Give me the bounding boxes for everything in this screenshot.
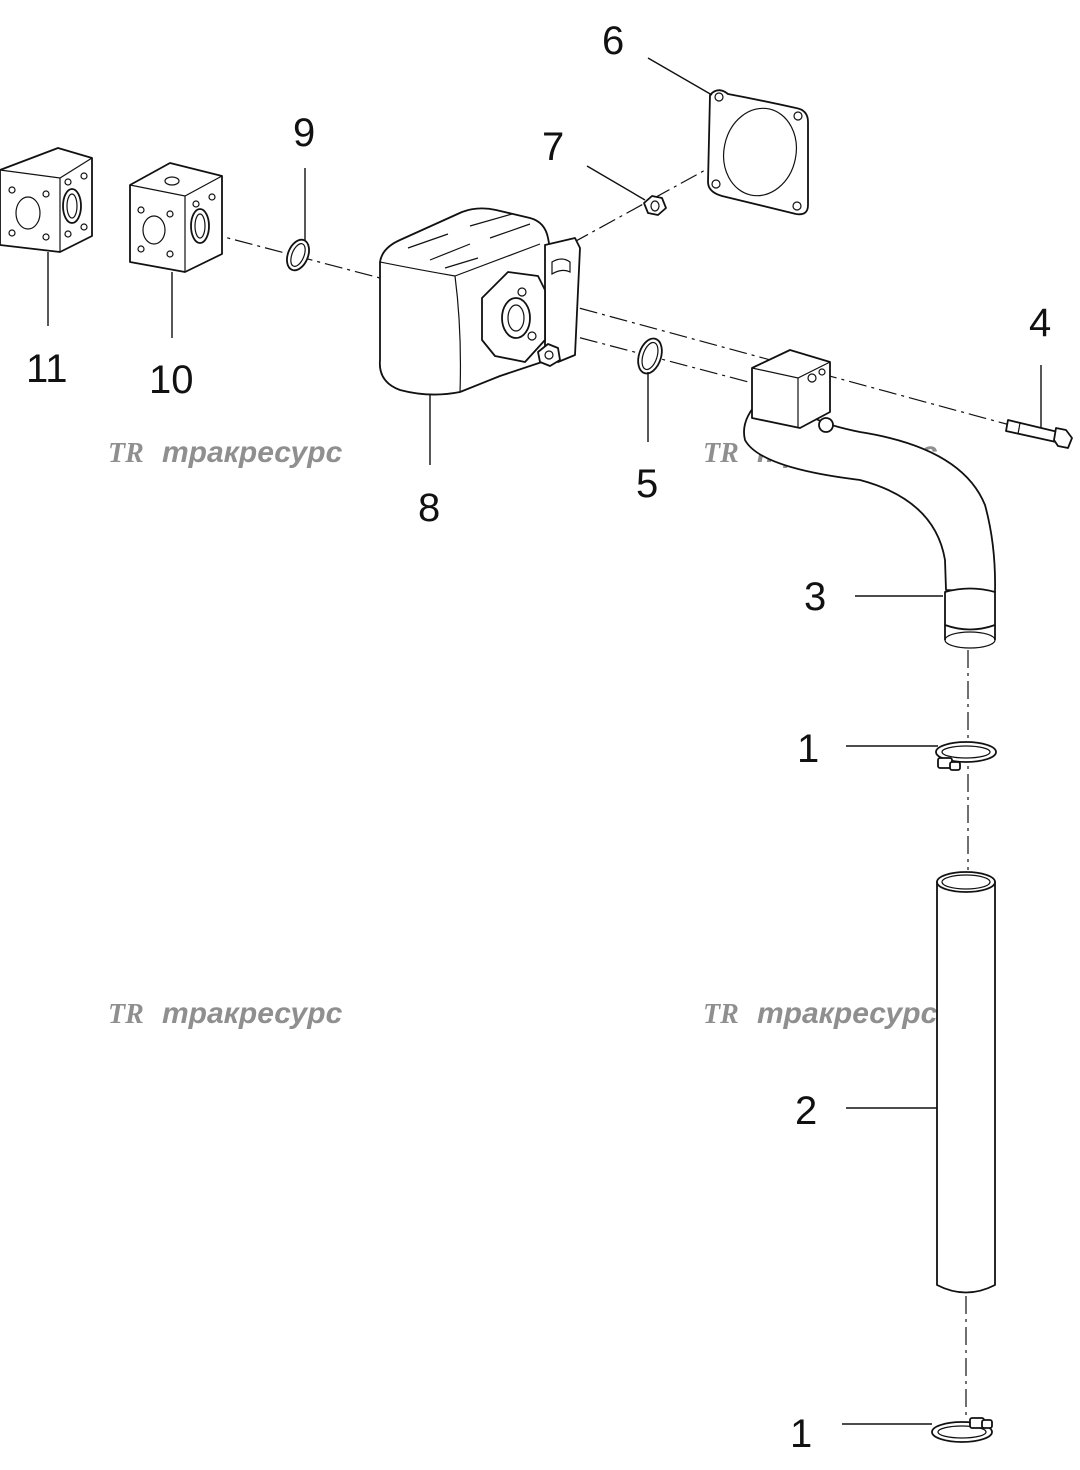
leader-lines [47, 57, 1042, 1425]
callout-10: 10 [149, 358, 194, 402]
part-6-gasket [707, 89, 809, 216]
part-1-clamp-lower [931, 1417, 993, 1443]
part-7-nut [643, 195, 667, 216]
part-10-connector-block [129, 162, 223, 273]
axis-bolt [519, 291, 1011, 426]
callout-2: 2 [795, 1089, 817, 1133]
part-8-gear-pump [378, 207, 581, 396]
callout-1-lower: 1 [790, 1412, 812, 1456]
callout-8: 8 [418, 486, 440, 530]
watermark-logo: TR [108, 438, 144, 469]
callout-4: 4 [1029, 301, 1051, 345]
callout-numbers: 6 7 9 11 10 4 8 5 3 1 2 1 [26, 19, 1051, 1456]
assembly-axes [204, 117, 1011, 1420]
part-11-connector-block [0, 147, 93, 253]
watermark-mid-left: TR тракресурс [108, 997, 343, 1030]
watermark-logo: TR [703, 438, 739, 469]
callout-11: 11 [26, 347, 68, 391]
watermark-logo: TR [108, 999, 144, 1030]
part-5-o-ring [637, 337, 663, 375]
part-4-bolt [1005, 419, 1073, 449]
leader-7 [586, 165, 646, 201]
callout-9: 9 [293, 111, 315, 155]
callout-7: 7 [542, 125, 564, 169]
part-3-elbow-pipe [743, 349, 996, 649]
part-1-clamp-upper [935, 741, 997, 771]
watermark-brand: тракресурс [162, 997, 343, 1030]
watermark-top-left: TR тракресурс [108, 436, 343, 469]
callout-1-upper: 1 [797, 727, 819, 771]
callout-6: 6 [602, 19, 624, 63]
watermark-brand: тракресурс [757, 997, 938, 1030]
watermark-brand: тракресурс [162, 436, 343, 469]
watermark-logo: TR [703, 999, 739, 1030]
part-9-o-ring [286, 238, 310, 272]
watermark-mid-right: TR тракресурс [703, 997, 938, 1030]
callout-3: 3 [804, 575, 826, 619]
part-2-tube [936, 871, 996, 1294]
leader-6 [647, 57, 713, 96]
callout-5: 5 [636, 462, 658, 506]
